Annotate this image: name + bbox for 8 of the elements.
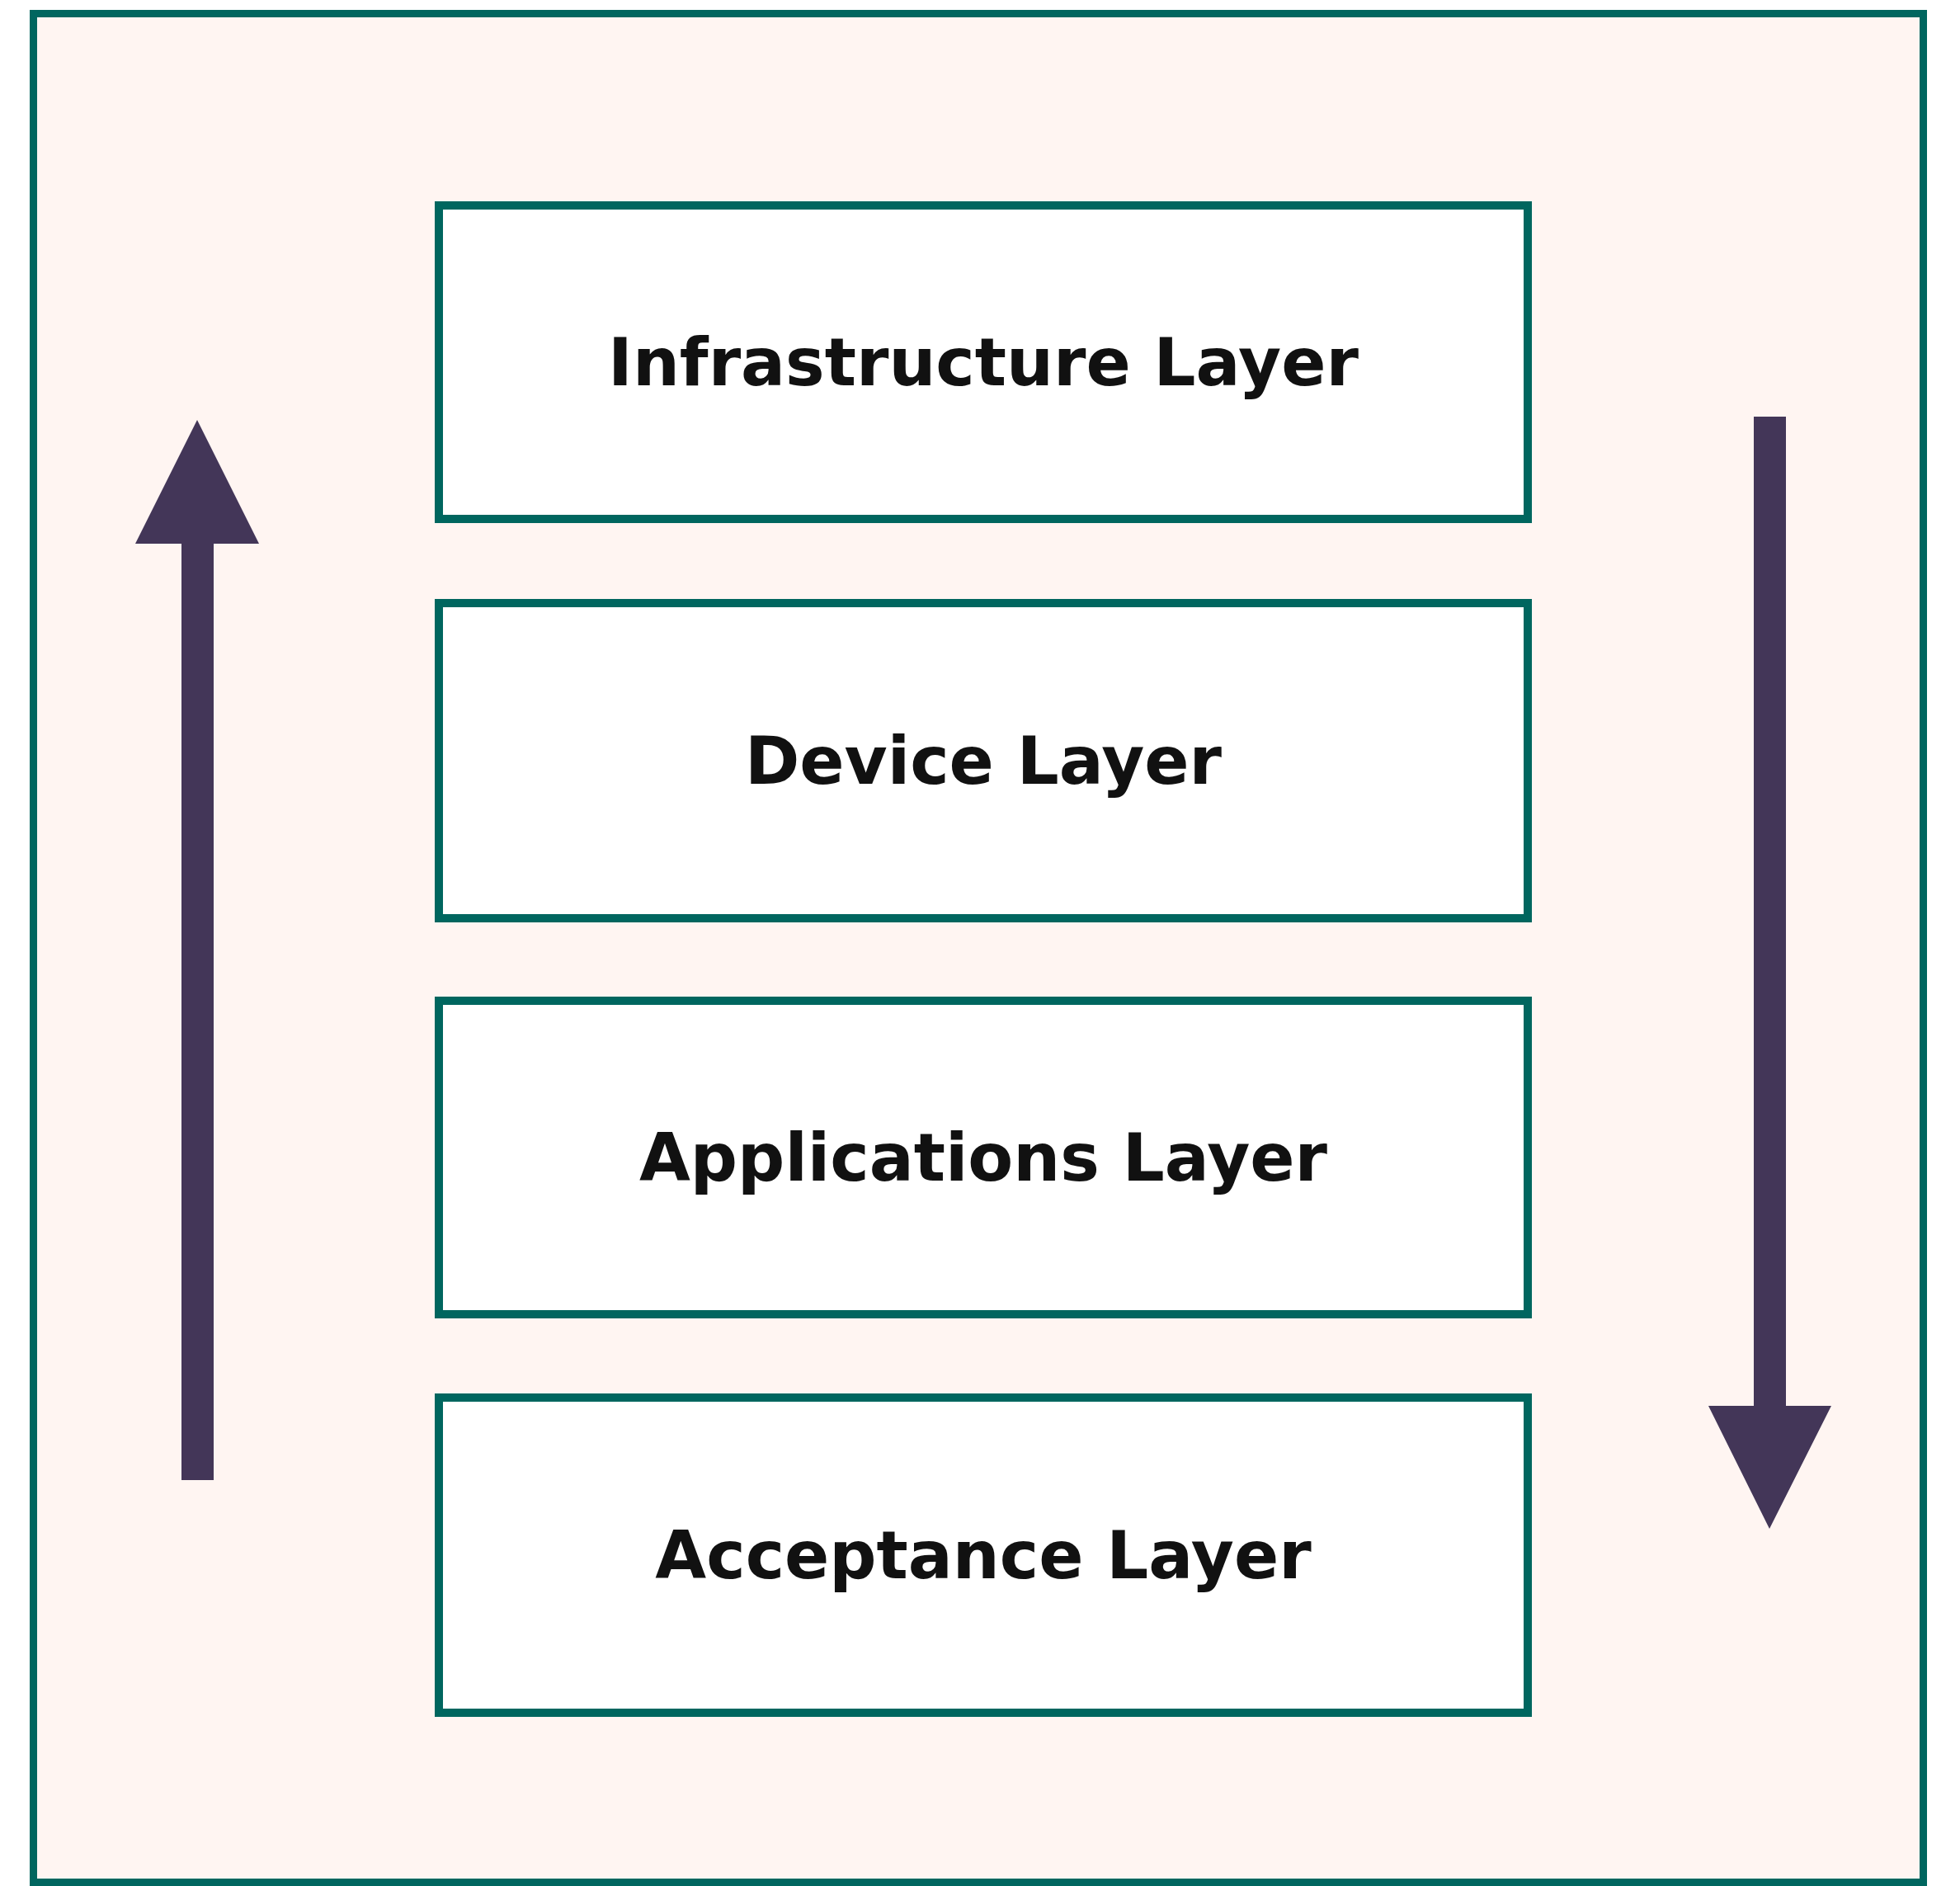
layer-label: Acceptance Layer <box>655 1516 1312 1594</box>
layer-label: Infrastructure Layer <box>608 323 1359 401</box>
layer-box <box>435 997 1532 1318</box>
layer-label: Applications Layer <box>638 1119 1328 1196</box>
layer-box <box>435 201 1532 523</box>
layer-label: Device Layer <box>744 722 1223 799</box>
layer-box <box>435 1393 1532 1717</box>
layer-box <box>435 599 1532 922</box>
